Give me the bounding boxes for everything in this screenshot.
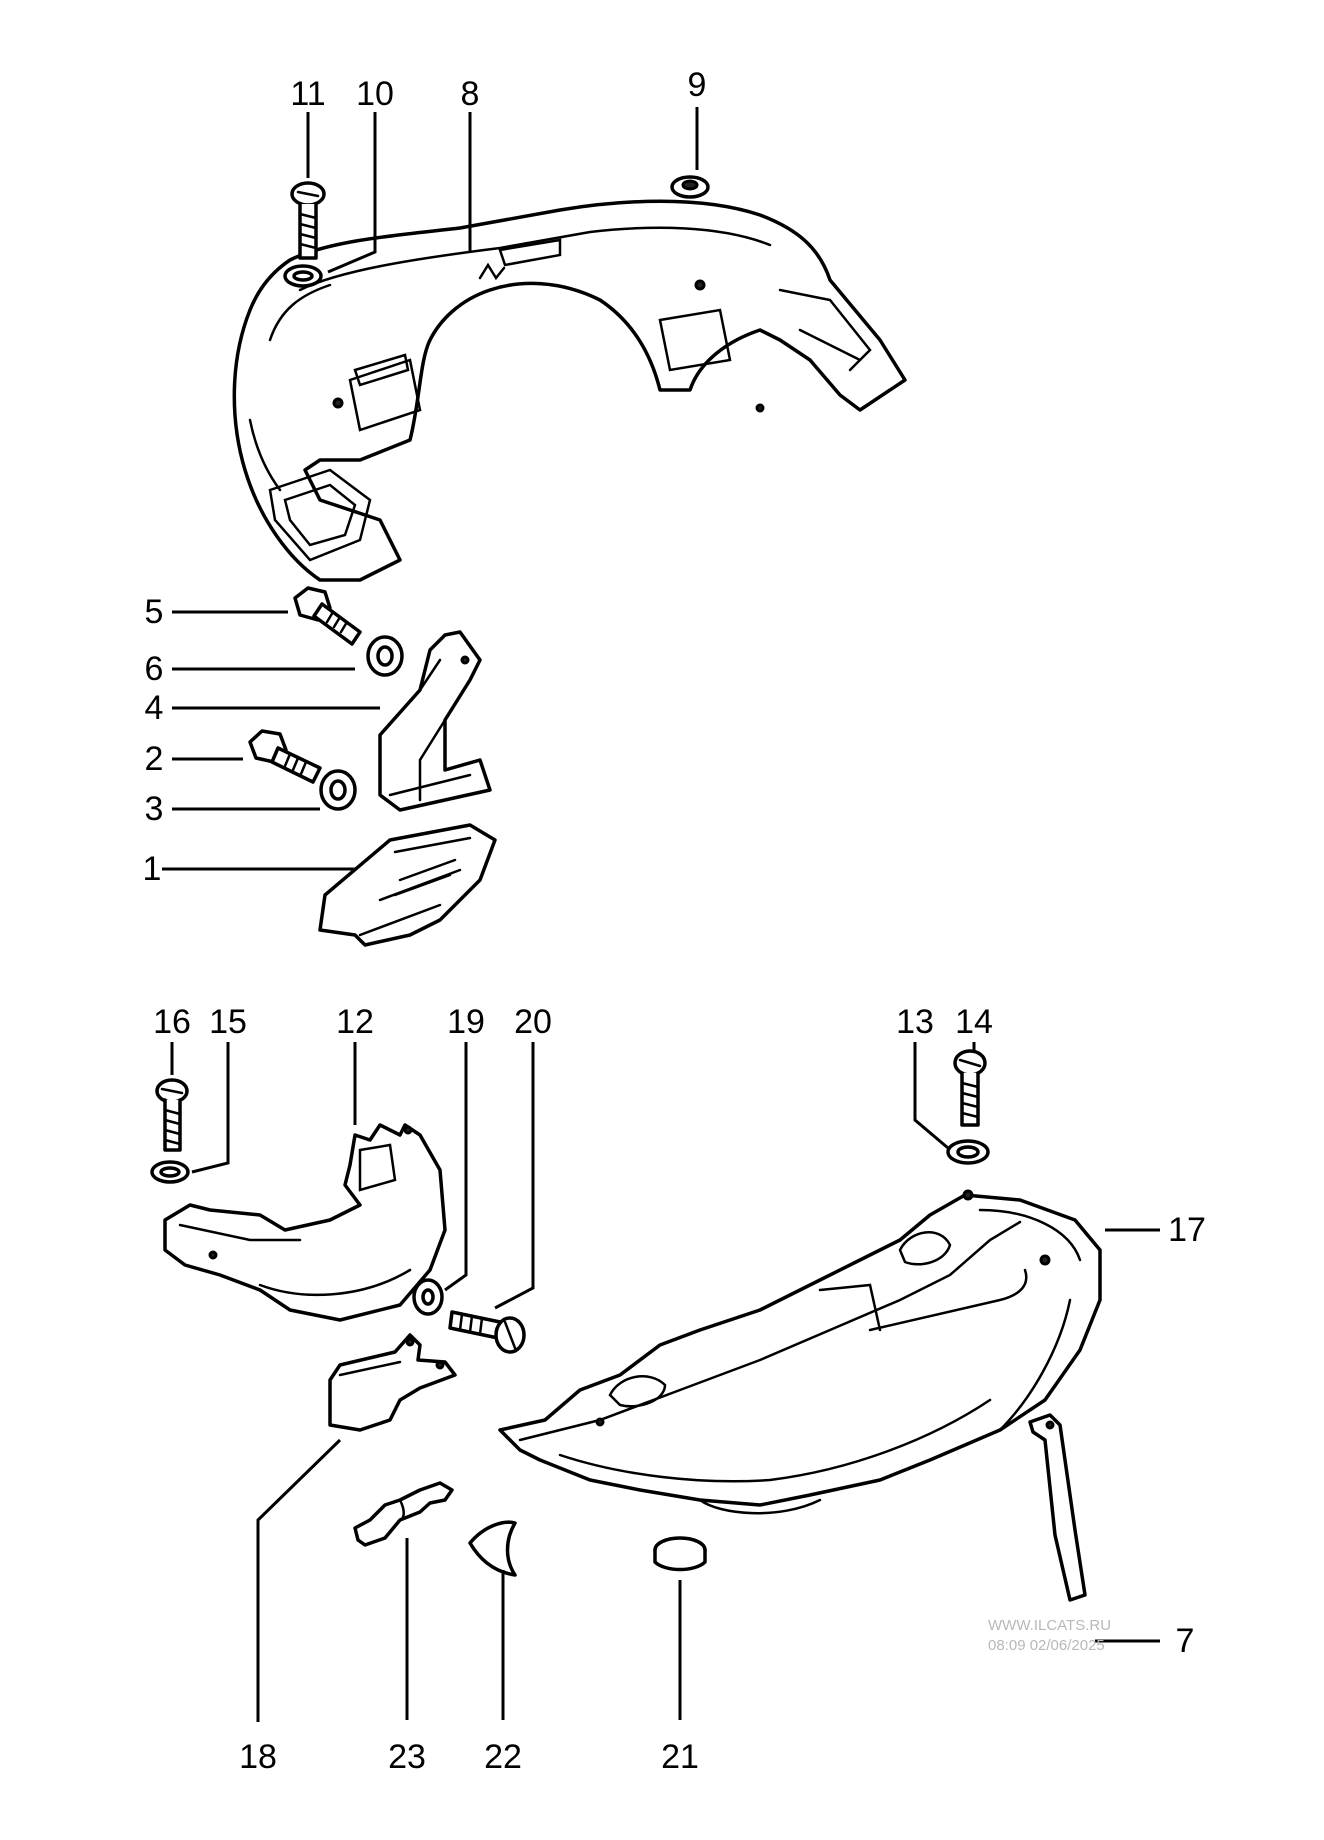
callout-14[interactable]: 14 <box>955 1003 993 1041</box>
callout-22[interactable]: 22 <box>484 1738 522 1776</box>
part-18-small-bracket[interactable] <box>328 1333 457 1432</box>
callout-2[interactable]: 2 <box>145 740 164 778</box>
callout-18[interactable]: 18 <box>239 1738 277 1776</box>
callout-11[interactable]: 11 <box>290 75 325 113</box>
part-12-lower-left-shroud[interactable] <box>163 1123 447 1322</box>
callout-6[interactable]: 6 <box>145 650 164 688</box>
callout-8[interactable]: 8 <box>461 75 480 113</box>
part-19-washer[interactable] <box>412 1278 444 1316</box>
part-22-half-seal[interactable] <box>468 1520 517 1577</box>
part-17-lower-main-shroud[interactable] <box>498 1189 1102 1515</box>
part-8-upper-shroud[interactable] <box>232 199 907 582</box>
callout-10[interactable]: 10 <box>356 75 394 113</box>
part-4-bracket[interactable] <box>378 630 492 812</box>
part-6-washer[interactable] <box>366 635 404 677</box>
part-10-washer[interactable] <box>283 264 323 288</box>
part-7-strap[interactable] <box>1028 1413 1087 1602</box>
callout-17[interactable]: 17 <box>1168 1211 1206 1249</box>
callout-7[interactable]: 7 <box>1176 1622 1195 1660</box>
part-15-washer[interactable] <box>150 1160 190 1184</box>
part-16-screw[interactable] <box>155 1078 189 1152</box>
watermark: WWW.ILCATS.RU 08:09 02/06/2025 <box>988 1617 1111 1654</box>
callout-3[interactable]: 3 <box>145 790 164 828</box>
part-13-washer[interactable] <box>946 1139 990 1165</box>
callout-1[interactable]: 1 <box>143 850 162 888</box>
callout-21[interactable]: 21 <box>661 1738 699 1776</box>
part-1-duct[interactable] <box>318 823 497 947</box>
part-21-grommet[interactable] <box>653 1536 707 1572</box>
callout-15[interactable]: 15 <box>209 1003 247 1041</box>
callout-9[interactable]: 9 <box>688 66 707 104</box>
callout-23[interactable]: 23 <box>388 1738 426 1776</box>
callout-19[interactable]: 19 <box>447 1003 485 1041</box>
callouts: 1 2 3 4 5 6 7 8 9 10 11 12 13 14 15 16 1… <box>143 66 1206 1776</box>
part-3-washer[interactable] <box>319 769 357 811</box>
callout-20[interactable]: 20 <box>514 1003 552 1041</box>
part-11-screw[interactable] <box>290 181 326 260</box>
part-20-screw[interactable] <box>448 1310 526 1354</box>
part-2-hex-bolt[interactable] <box>248 729 322 784</box>
leader-lines <box>162 107 1160 1720</box>
callout-5[interactable]: 5 <box>145 593 164 631</box>
callout-4[interactable]: 4 <box>145 689 164 727</box>
part-5-hex-bolt[interactable] <box>293 586 362 646</box>
part-23-clip[interactable] <box>353 1481 454 1547</box>
callout-13[interactable]: 13 <box>896 1003 934 1041</box>
part-14-screw[interactable] <box>953 1049 987 1127</box>
leader-18 <box>256 1438 342 1722</box>
callout-16[interactable]: 16 <box>153 1003 191 1041</box>
callout-12[interactable]: 12 <box>336 1003 374 1041</box>
watermark-code: 08:09 02/06/2025 <box>988 1637 1105 1654</box>
watermark-site: WWW.ILCATS.RU <box>988 1617 1111 1634</box>
part-9-grommet[interactable] <box>670 175 710 199</box>
